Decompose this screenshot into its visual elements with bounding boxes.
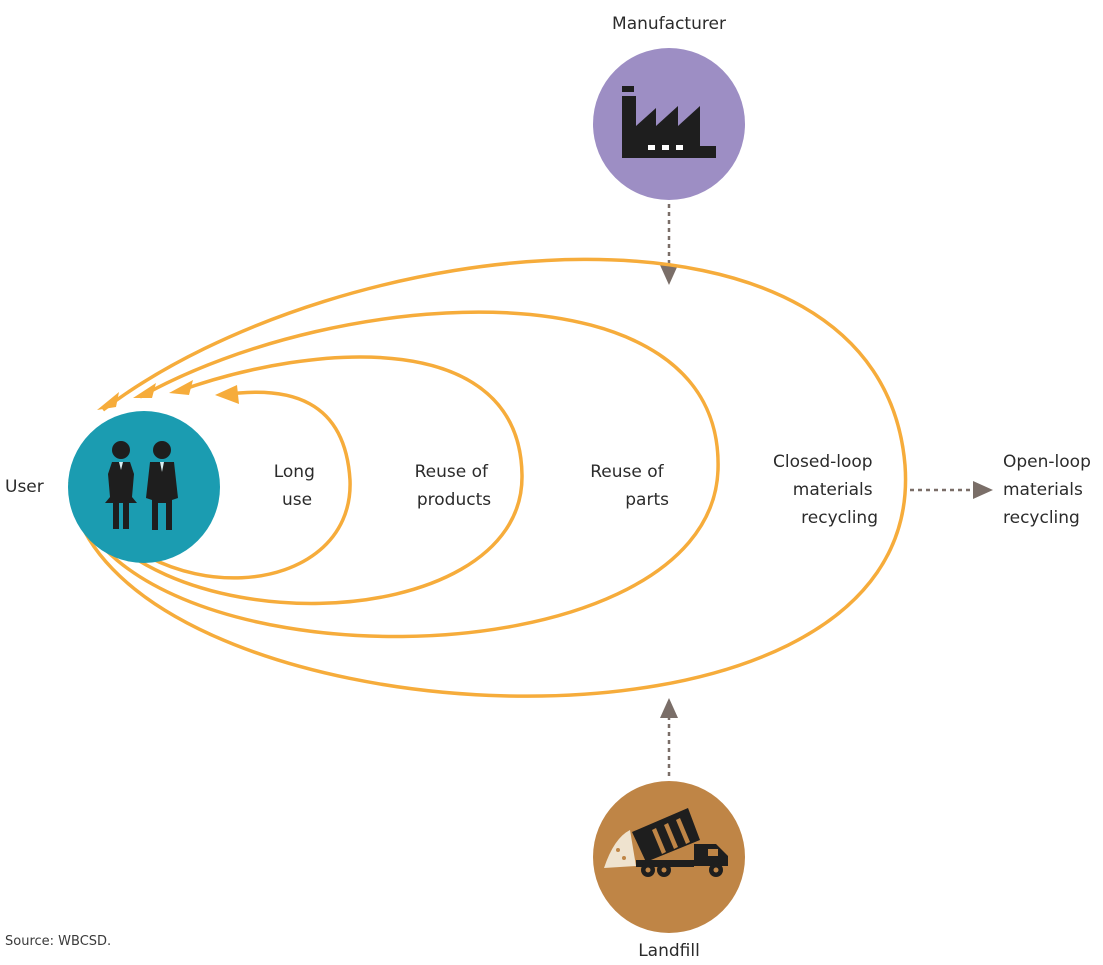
people-icon [105, 441, 178, 530]
label-reuse-products: Reuse of products [415, 462, 494, 510]
label-open-loop-line: recycling [1003, 508, 1080, 528]
label-long-use-line: Long [274, 462, 315, 482]
loops [68, 257, 907, 698]
loop-reuse-products [68, 355, 524, 606]
label-reuse-parts-line: parts [625, 490, 669, 510]
landfill-node: Landfill [593, 781, 745, 961]
label-reuse-products-line: products [417, 490, 491, 510]
landfill-circle [593, 781, 745, 933]
label-open-loop: Open-loop materials recycling [1003, 452, 1096, 528]
manufacturer-label: Manufacturer [612, 14, 726, 34]
label-reuse-parts-line: Reuse of [590, 462, 664, 482]
landfill-label: Landfill [638, 941, 700, 961]
garbage-truck-icon [604, 808, 728, 877]
loop-reuse-parts [68, 310, 720, 639]
factory-icon [622, 86, 716, 158]
label-closed-loop: Closed-loop materials recycling [773, 452, 878, 528]
loop-labels: Long use Reuse of products Reuse of part… [274, 452, 878, 528]
label-open-loop-line: materials [1003, 480, 1083, 500]
label-long-use-line: use [282, 490, 312, 510]
user-circle [68, 411, 220, 563]
arrowhead-long-use [215, 385, 239, 404]
open-loop-arrow [910, 481, 993, 499]
user-label: User [5, 477, 44, 497]
label-reuse-products-line: Reuse of [415, 462, 489, 482]
label-long-use: Long use [274, 462, 321, 510]
arrowhead-reuse-products [169, 380, 193, 395]
label-closed-loop-line: Closed-loop [773, 452, 873, 472]
manufacturer-to-loop-arrow [660, 204, 678, 285]
manufacturer-node: Manufacturer [593, 14, 745, 200]
user-node: User [5, 411, 220, 563]
landfill-to-loop-arrow [660, 698, 678, 778]
loop-closed-loop [68, 257, 907, 698]
label-reuse-parts: Reuse of parts [590, 462, 669, 510]
arrowhead-reuse-parts [133, 383, 156, 398]
label-open-loop-line: Open-loop [1003, 452, 1091, 472]
source-note: Source: WBCSD. [5, 934, 111, 949]
label-closed-loop-line: recycling [801, 508, 878, 528]
arrowhead-closed-loop [97, 392, 119, 410]
label-closed-loop-line: materials [793, 480, 873, 500]
